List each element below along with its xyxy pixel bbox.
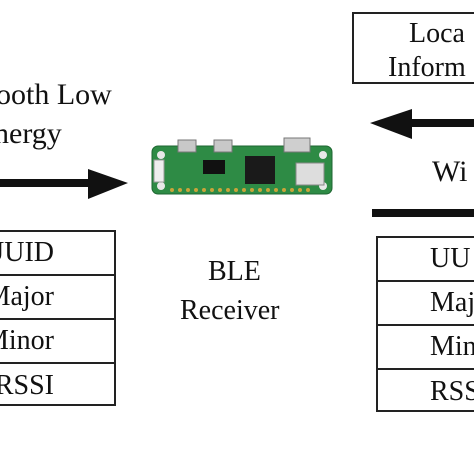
right-beacon-fields-table: UU Maj Min RSS <box>376 236 474 412</box>
device-label-line2: Receiver <box>180 295 280 326</box>
location-info-box: Loca Inform <box>352 12 474 84</box>
left-pointing-arrow <box>370 109 474 139</box>
right-label: Wi <box>432 155 468 188</box>
left-field-uuid: UUID <box>0 232 114 276</box>
location-info-line2: Inform <box>388 52 466 83</box>
right-field-uuid: UU <box>378 238 474 282</box>
device-label-line1: BLE <box>208 256 261 287</box>
left-field-major: Major <box>0 276 114 320</box>
right-pointing-arrow <box>0 169 128 199</box>
right-wire-line <box>372 209 474 217</box>
right-field-minor: Min <box>378 326 474 370</box>
left-field-rssi: RSSI <box>0 370 54 401</box>
location-info-line1: Loca <box>409 18 465 49</box>
right-field-rssi: RSS <box>430 376 474 407</box>
right-field-major: Maj <box>378 282 474 326</box>
left-label-line2: nergy <box>0 117 62 150</box>
ble-receiver-board-image <box>151 137 333 195</box>
left-label-line1: ooth Low <box>0 78 112 111</box>
left-beacon-fields-table: UUID Major Minor RSSI <box>0 230 116 406</box>
left-field-minor: Minor <box>0 320 114 364</box>
